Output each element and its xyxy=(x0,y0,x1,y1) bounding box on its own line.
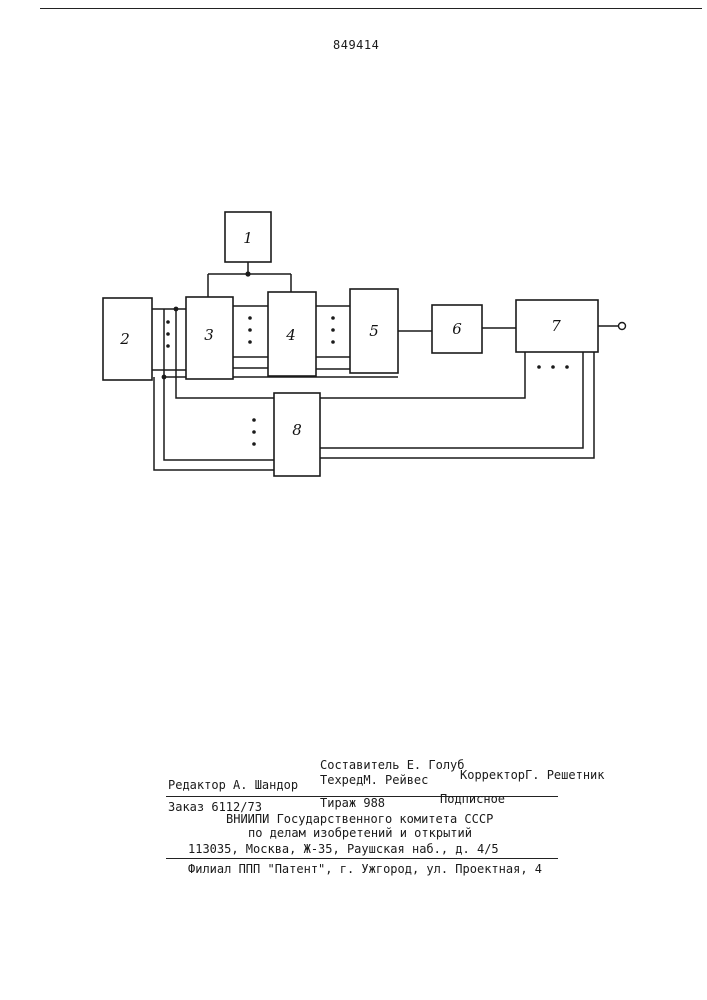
techred-credit: ТехредМ. Рейвес xyxy=(320,773,428,787)
block-8-label: 8 xyxy=(292,421,302,439)
block-6-label: 6 xyxy=(452,320,462,338)
organization-line-2: по делам изобретений и открытий xyxy=(248,826,472,840)
block-2-label: 2 xyxy=(119,330,130,348)
branch-line: Филиал ППП "Патент", г. Ужгород, ул. Про… xyxy=(188,862,542,876)
block-1-label: 1 xyxy=(243,229,253,247)
circulation: Тираж 988 xyxy=(320,796,385,810)
subscription-note: Подписное xyxy=(440,792,505,806)
compiler-credit: Составитель Е. Голуб xyxy=(320,758,465,772)
block-4-label: 4 xyxy=(285,326,296,344)
corrector-credit: КорректорГ. Решетник xyxy=(460,768,605,782)
output-terminal-icon xyxy=(619,323,626,330)
organization-line-1: ВНИИПИ Государственного комитета СССР xyxy=(226,812,493,826)
editor-credit: Редактор А. Шандор xyxy=(168,778,298,792)
block-5-label: 5 xyxy=(369,322,379,340)
address-line: 113035, Москва, Ж-35, Раушская наб., д. … xyxy=(188,842,499,856)
block-3-label: 3 xyxy=(204,326,214,344)
imprint-rule-bottom xyxy=(166,858,558,859)
block-7-label: 7 xyxy=(551,317,561,335)
